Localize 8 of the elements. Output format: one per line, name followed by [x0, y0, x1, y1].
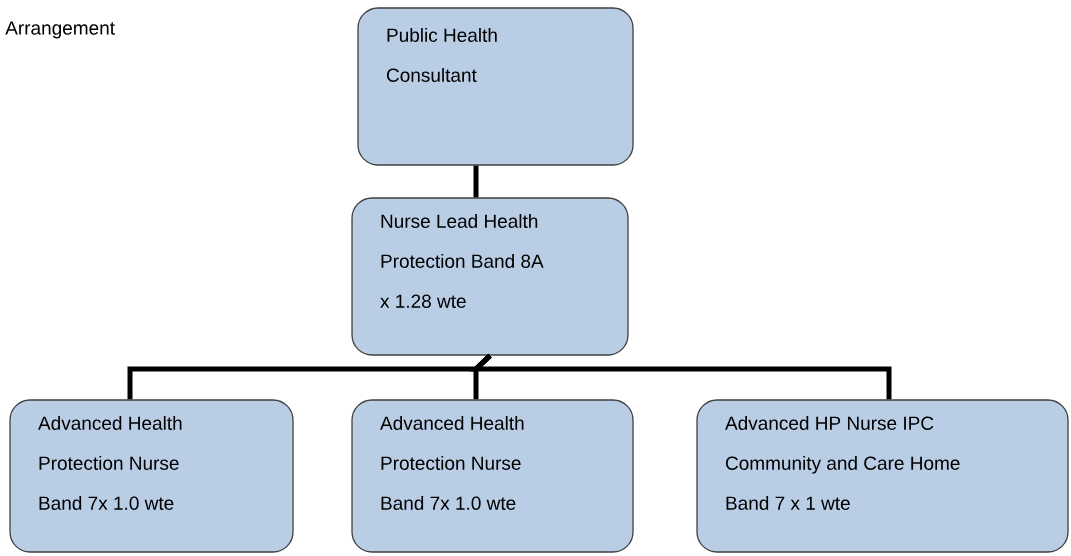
heading-text: Arrangement	[5, 21, 115, 39]
org-box: Advanced HP Nurse IPC Community and Care Home Band 7 x 1 wte	[696, 399, 1069, 553]
org-box: Advanced Health Protection Nurse Band 7x 1.0 wte	[351, 399, 634, 553]
org-box: Nurse Lead Health Protection Band 8A x 1.28 wte	[351, 197, 629, 356]
org-box: Advanced Health Protection Nurse Band 7x 1.0 wte	[9, 399, 294, 553]
org-box: Public Health Consultant	[357, 7, 634, 166]
connector-line	[473, 165, 479, 198]
connector-line	[469, 353, 892, 400]
